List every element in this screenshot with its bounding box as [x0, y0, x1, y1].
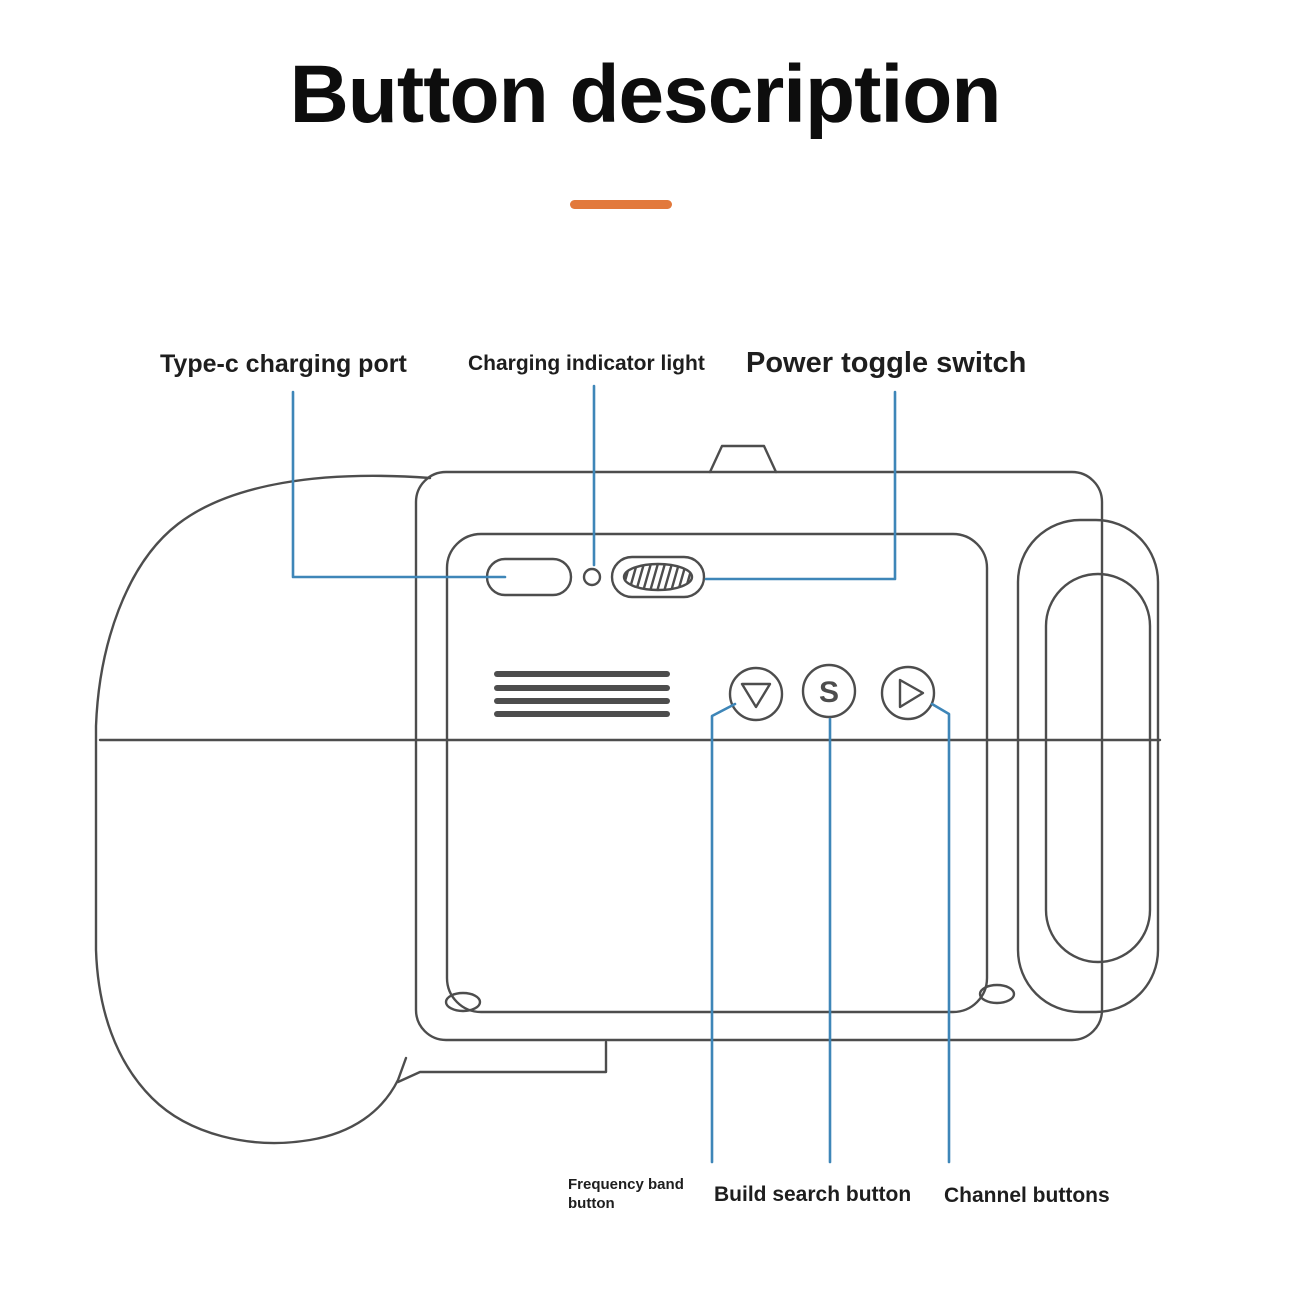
right-triangle-icon	[898, 678, 925, 709]
label-build-search-button: Build search button	[714, 1183, 912, 1206]
device-bottom-step	[396, 1040, 608, 1084]
device-foot-left	[444, 991, 482, 1013]
device-foot-right	[978, 983, 1016, 1005]
device-inner-ring	[1044, 572, 1152, 964]
device-outer-ring	[1016, 518, 1160, 1014]
device-control-panel	[445, 532, 989, 1014]
search-glyph: S	[819, 676, 839, 709]
channel-button	[880, 665, 936, 721]
device-top-controls	[485, 555, 706, 599]
device-outline	[94, 444, 1162, 1145]
label-type-c-charging-port: Type-c charging port	[160, 350, 407, 378]
label-frequency-band-button: Frequency band button	[568, 1176, 684, 1212]
device-top-bump	[708, 444, 778, 474]
device-left-body	[94, 474, 432, 1145]
build-search-button: S	[801, 663, 857, 719]
label-power-toggle-switch: Power toggle switch	[746, 347, 1027, 379]
leader-type-c	[291, 390, 507, 579]
device-main-body	[414, 470, 1104, 1042]
leader-power	[704, 390, 897, 581]
label-charging-indicator-light: Charging indicator light	[468, 352, 705, 375]
speaker-grille	[494, 671, 670, 717]
power-toggle-switch	[610, 555, 706, 599]
charging-indicator-light	[582, 567, 602, 587]
frequency-band-button	[728, 666, 784, 722]
leader-frequency	[710, 702, 737, 1164]
page-title: Button description	[289, 49, 1002, 140]
leader-channel	[930, 702, 951, 1164]
title-accent-divider	[570, 200, 672, 209]
down-triangle-icon	[740, 682, 772, 709]
leader-lines	[291, 384, 951, 1164]
label-channel-buttons: Channel buttons	[944, 1184, 1110, 1207]
